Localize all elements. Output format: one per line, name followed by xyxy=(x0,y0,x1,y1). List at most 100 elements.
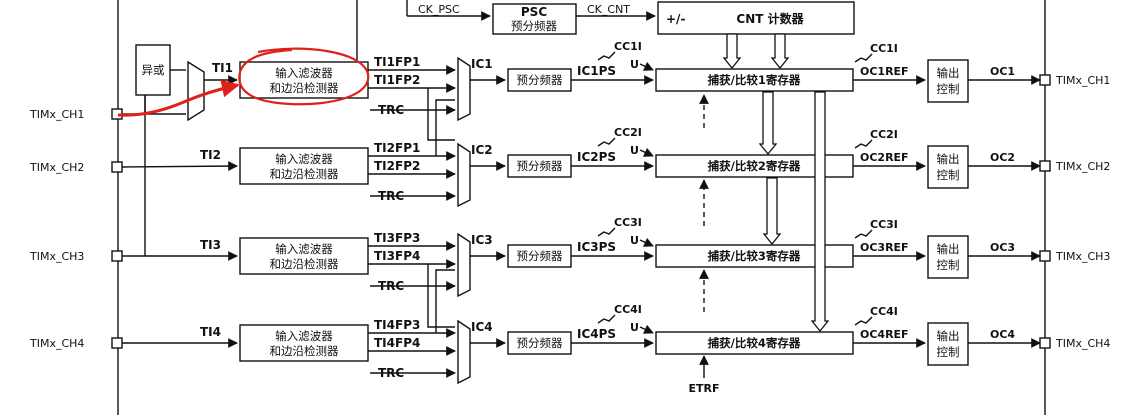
filter-line1: 输入滤波器 xyxy=(275,66,333,80)
u-label: U xyxy=(630,321,639,334)
fpa-label: TI4FP3 xyxy=(374,318,420,332)
top-section: CK_PSC PSC 预分频器 CK_CNT +/- CNT 计数器 xyxy=(356,0,855,60)
psc-title: PSC xyxy=(521,5,547,19)
input-pin-label: TIMx_CH1 xyxy=(29,108,84,121)
output-pin-label: TIMx_CH4 xyxy=(1055,337,1110,350)
icps-label: IC3PS xyxy=(577,240,616,254)
cci-out-flag-icon xyxy=(854,229,873,239)
u-wire xyxy=(639,324,654,334)
u-wire xyxy=(639,147,654,157)
cci-flag-icon xyxy=(597,51,616,61)
icps-label: IC1PS xyxy=(577,64,616,78)
output-line2: 控制 xyxy=(937,168,960,182)
trc-label: TRC xyxy=(378,279,404,293)
ccr-label: 捕获/比较1寄存器 xyxy=(708,73,801,87)
cci-out-label: CC4I xyxy=(870,305,898,318)
cci-out-flag-icon xyxy=(854,139,873,149)
pin-square-in xyxy=(111,161,123,173)
ic-label: IC1 xyxy=(471,57,493,71)
annotation-arrow xyxy=(117,79,240,117)
output-control-block xyxy=(927,145,969,189)
input-filter-block xyxy=(239,324,369,362)
pin-square-in xyxy=(111,250,123,262)
xor-block xyxy=(135,44,171,96)
icps-label: IC4PS xyxy=(577,327,616,341)
ccr-label: 捕获/比较3寄存器 xyxy=(708,249,801,263)
psc-subtitle: 预分频器 xyxy=(511,19,557,33)
fpb-label: TI1FP2 xyxy=(374,73,420,87)
ti-wire xyxy=(121,161,238,171)
bus-arrow-ccr1-a xyxy=(722,33,742,70)
icps-label: IC2PS xyxy=(577,150,616,164)
cci-out-label: CC2I xyxy=(870,128,898,141)
output-pin-label: TIMx_CH1 xyxy=(1055,74,1110,87)
ic-mux xyxy=(457,319,471,385)
cnt-plus-minus: +/- xyxy=(666,12,685,26)
cci-label: CC4I xyxy=(614,303,642,316)
ic-mux xyxy=(457,232,471,298)
ocref-label: OC4REF xyxy=(860,328,909,341)
ocref-label: OC1REF xyxy=(860,65,909,78)
output-line2: 控制 xyxy=(937,82,960,96)
cci-out-flag-icon xyxy=(854,53,873,63)
fpa-label: TI3FP3 xyxy=(374,231,420,245)
ic-label: IC4 xyxy=(471,320,493,334)
prescaler-label: 预分频器 xyxy=(517,336,563,350)
prescaler-label: 预分频器 xyxy=(517,73,563,87)
oc-label: OC3 xyxy=(990,241,1015,254)
pin-square-out xyxy=(1039,160,1051,172)
pin-square-in xyxy=(111,337,123,349)
psc-block xyxy=(492,3,577,35)
u-label: U xyxy=(630,144,639,157)
prescaler-label: 预分频器 xyxy=(517,249,563,263)
ti-label: TI4 xyxy=(200,325,221,339)
ccr-label: 捕获/比较4寄存器 xyxy=(708,336,801,350)
cci-out-flag-icon xyxy=(854,316,873,326)
input-pin-label: TIMx_CH3 xyxy=(29,250,84,263)
output-line2: 控制 xyxy=(937,258,960,272)
cci-out-label: CC1I xyxy=(870,42,898,55)
trc-label: TRC xyxy=(378,103,404,117)
filter-line1: 输入滤波器 xyxy=(275,242,333,256)
fpb-label: TI4FP4 xyxy=(374,336,420,350)
bus-arrow-ccr4 xyxy=(810,91,830,333)
ccr-label: 捕获/比较2寄存器 xyxy=(708,159,801,173)
cnt-counter-block xyxy=(657,1,855,35)
bus-arrow-ccr2 xyxy=(758,91,778,156)
trc-label: TRC xyxy=(378,189,404,203)
pin-square-out xyxy=(1039,337,1051,349)
filter-line1: 输入滤波器 xyxy=(275,329,333,343)
ti3fp4-cross xyxy=(427,264,455,328)
counter-bus xyxy=(699,33,830,333)
filter-line2: 和边沿检测器 xyxy=(270,81,339,95)
fpa-label: TI1FP1 xyxy=(374,55,420,69)
oc-label: OC2 xyxy=(990,151,1015,164)
u-label: U xyxy=(630,234,639,247)
ti1-mux xyxy=(187,60,205,122)
output-control-block xyxy=(927,235,969,279)
ck-psc-label: CK_PSC xyxy=(418,3,460,16)
fpa-label: TI2FP1 xyxy=(374,141,420,155)
trc-label: TRC xyxy=(378,366,404,380)
filter-line1: 输入滤波器 xyxy=(275,152,333,166)
ic-mux xyxy=(457,56,471,122)
pin-square-out xyxy=(1039,74,1051,86)
prescaler-label: 预分频器 xyxy=(517,159,563,173)
cci-label: CC3I xyxy=(614,216,642,229)
input-filter-block xyxy=(239,237,369,275)
ti-label: TI2 xyxy=(200,148,221,162)
filter-line2: 和边沿检测器 xyxy=(270,344,339,358)
bus-arrow-ccr3 xyxy=(762,177,782,246)
output-control-block xyxy=(927,322,969,366)
ti-label: TI1 xyxy=(212,61,233,75)
ti4fp3-cross xyxy=(435,269,455,333)
etrf-label: ETRF xyxy=(688,382,719,395)
output-control-block xyxy=(927,59,969,103)
output-line1: 输出 xyxy=(937,329,960,343)
